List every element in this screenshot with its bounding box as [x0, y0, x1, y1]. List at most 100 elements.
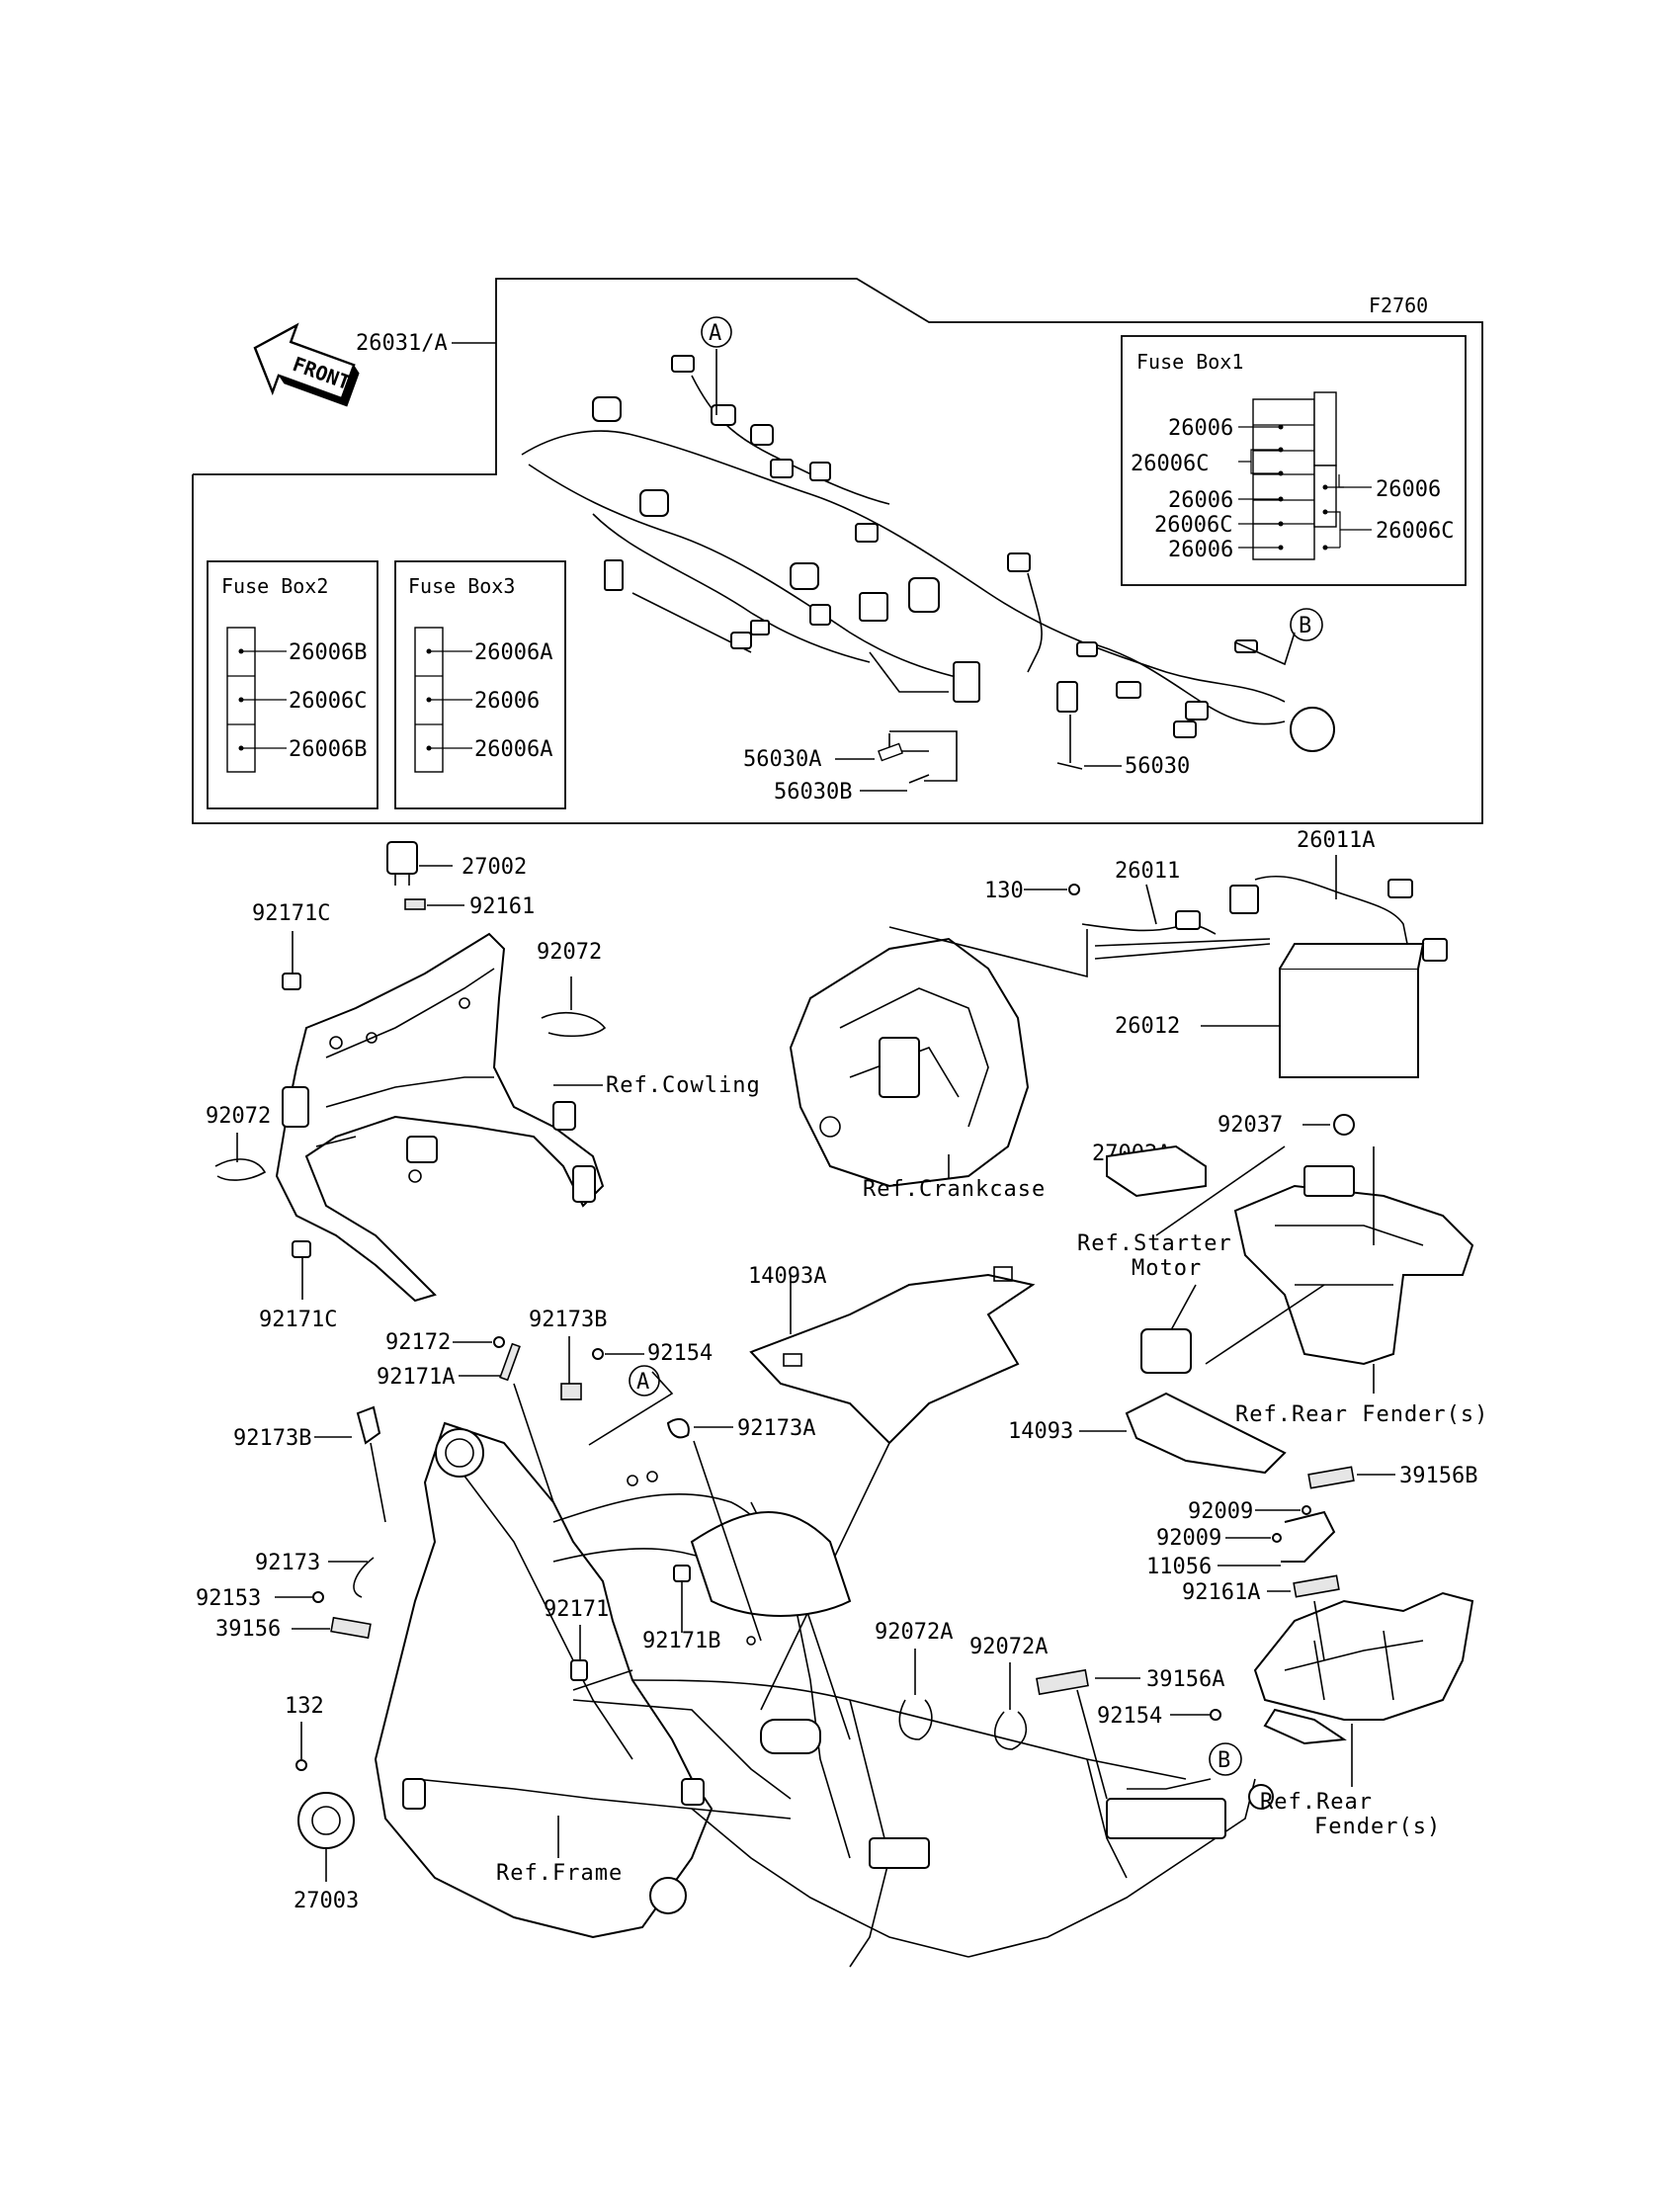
label-26011: 26011	[1115, 859, 1180, 884]
label-39156B: 39156B	[1399, 1464, 1477, 1488]
band-92072A-a	[898, 1699, 933, 1740]
bolt-92153	[312, 1591, 324, 1603]
cable-26011A	[1254, 875, 1409, 950]
fuse-box2-label-0: 26006B	[289, 640, 367, 665]
fuse-box3: Fuse Box3 26006A 26006 26006A	[394, 560, 566, 809]
pad-92161A	[1293, 1574, 1340, 1598]
fuse-box1-left-3: 26006C	[1154, 513, 1232, 538]
leader-callout-B-top	[1234, 632, 1296, 666]
label-92072A-b: 92072A	[969, 1635, 1048, 1659]
callout-A-label-top: A	[709, 321, 721, 346]
leader-callout-B-bot	[1127, 1778, 1212, 1790]
label-39156A: 39156A	[1146, 1667, 1224, 1692]
callout-A-circle-bot	[629, 1365, 660, 1397]
fuse-box1-left-1: 26006C	[1131, 452, 1209, 476]
callout-B-circle-top	[1290, 608, 1323, 641]
label-92171C-top: 92171C	[252, 901, 330, 926]
label-92172: 92172	[385, 1330, 451, 1355]
leader-crankcase-harness	[888, 926, 1088, 978]
fuse-box1-frame	[1121, 335, 1467, 586]
ecu-27002A	[1106, 1144, 1207, 1198]
label-39156: 39156	[215, 1617, 281, 1642]
label-132: 132	[285, 1694, 324, 1719]
label-56030A: 56030A	[743, 747, 821, 772]
bolt-92009-b	[1272, 1533, 1282, 1543]
fuse-box2-label-1: 26006C	[289, 689, 367, 714]
fuse-box1-body	[1252, 398, 1315, 560]
fuse-box1-right-1: 26006C	[1376, 519, 1454, 544]
cowling-bracket-assembly	[275, 932, 605, 1303]
fuse-box1-title: Fuse Box1	[1136, 350, 1243, 374]
diagram-code: F2760	[1369, 294, 1428, 317]
connector-cylinder	[639, 489, 669, 517]
bolt-92154-top	[592, 1348, 604, 1360]
rear-fender-battery-box	[1233, 1165, 1474, 1366]
starter-relay	[1140, 1328, 1192, 1374]
sheet-14093A	[749, 1273, 1036, 1445]
leader-56030-group	[889, 730, 958, 782]
fuse-box2-frame	[207, 560, 378, 809]
ref-rear-fender-2b: Fender(s)	[1314, 1815, 1441, 1839]
fuse-56030	[1056, 762, 1083, 770]
label-92009-b: 92009	[1156, 1526, 1221, 1551]
connector-cylinder	[908, 577, 940, 613]
label-92154-bot: 92154	[1097, 1704, 1162, 1729]
label-92072-a: 92072	[537, 940, 602, 965]
band-92072-b	[214, 1158, 267, 1181]
bracket-11056	[1281, 1510, 1336, 1563]
plate-14093	[1125, 1392, 1287, 1475]
callout-B-label-bot: B	[1218, 1748, 1230, 1773]
callout-B-circle-bot	[1209, 1742, 1242, 1776]
label-92173B-top: 92173B	[529, 1308, 607, 1332]
clamp-92173B-left	[356, 1405, 381, 1445]
ref-crankcase: Ref.Crankcase	[863, 1177, 1046, 1202]
label-92009-a: 92009	[1188, 1499, 1253, 1524]
pad-39156	[330, 1616, 372, 1640]
bolt-92154-bot	[1210, 1709, 1221, 1721]
label-92171C-bot: 92171C	[259, 1308, 337, 1332]
fuse-box1-left-2: 26006	[1168, 488, 1233, 513]
band-92072-a	[541, 1012, 607, 1038]
fuse-box2-title: Fuse Box2	[221, 574, 328, 598]
label-14093A: 14093A	[748, 1264, 826, 1289]
clip-92171B	[673, 1565, 691, 1582]
rear-fender-lower-shape	[1253, 1591, 1474, 1745]
label-92153: 92153	[196, 1586, 261, 1611]
callout-A-circle-top	[701, 316, 732, 348]
connector-cylinder	[790, 562, 819, 590]
connector-round	[1290, 707, 1335, 752]
label-26011A: 26011A	[1297, 828, 1375, 853]
label-27003: 27003	[294, 1889, 359, 1913]
label-92171A: 92171A	[377, 1365, 455, 1390]
fuse-56030A	[878, 742, 903, 762]
fuse-box3-title: Fuse Box3	[408, 574, 515, 598]
front-arrow-icon: FRONT	[253, 322, 360, 407]
clip-92171C-bot	[292, 1240, 311, 1258]
ref-starter-line1: Ref.Starter	[1077, 1231, 1232, 1256]
ref-rear-fender-2a: Ref.Rear	[1260, 1790, 1373, 1815]
grommet-92037	[1333, 1114, 1355, 1136]
fuse-box2-label-2: 26006B	[289, 737, 367, 762]
ref-frame: Ref.Frame	[496, 1861, 623, 1886]
steering-head-tube	[435, 1428, 484, 1478]
band-92173	[353, 1557, 375, 1598]
motorcycle-frame	[374, 1421, 1274, 1968]
ref-rear-fender-1: Ref.Rear Fender(s)	[1235, 1402, 1488, 1427]
label-26031A: 26031/A	[356, 331, 448, 356]
clamp-92173A	[666, 1417, 690, 1439]
clamp-92161	[404, 898, 426, 910]
label-92171: 92171	[544, 1597, 609, 1622]
label-92173B-left: 92173B	[233, 1426, 311, 1451]
label-26012: 26012	[1115, 1014, 1180, 1039]
label-92154-top: 92154	[647, 1341, 713, 1366]
label-92173A: 92173A	[737, 1416, 815, 1441]
fuse-box1-side	[1313, 391, 1337, 466]
crankcase-ref-shape	[789, 937, 1030, 1188]
harness-panel-outline	[192, 278, 1483, 824]
clip-92171	[570, 1659, 588, 1681]
label-92171B: 92171B	[642, 1629, 720, 1653]
label-92072A-a: 92072A	[875, 1620, 953, 1645]
fuse-box3-label-1: 26006	[474, 689, 540, 714]
